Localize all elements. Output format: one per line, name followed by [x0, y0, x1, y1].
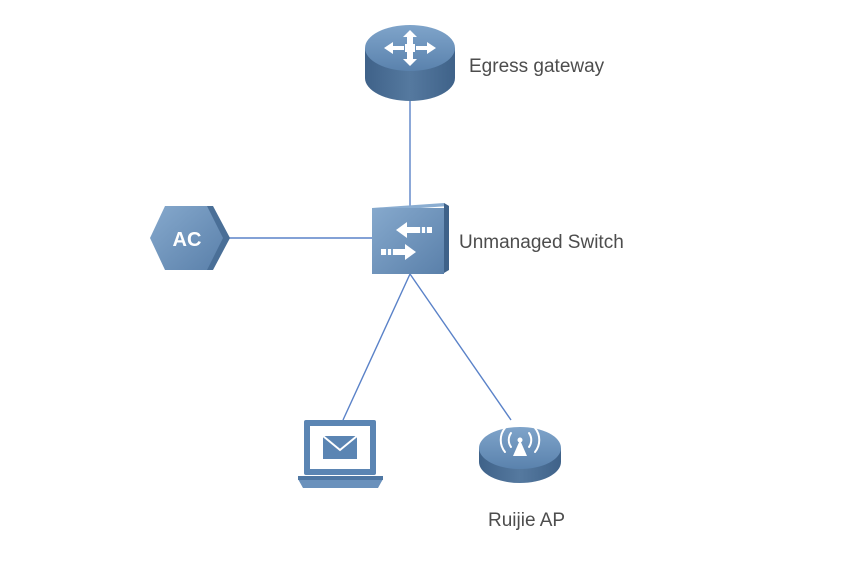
link-switch-laptop [342, 273, 411, 421]
wireless-ap-icon [479, 427, 561, 483]
switch-label: Unmanaged Switch [459, 232, 624, 253]
hexagon-icon: AC [150, 206, 230, 270]
gateway-label: Egress gateway [469, 56, 605, 77]
link-switch-ap [409, 273, 512, 421]
ac-label: AC [173, 229, 202, 251]
router-icon [365, 25, 455, 101]
laptop-email-icon [298, 420, 383, 488]
switch-icon [372, 203, 449, 274]
links [228, 101, 512, 421]
ap-label: Ruijie AP [488, 510, 566, 531]
